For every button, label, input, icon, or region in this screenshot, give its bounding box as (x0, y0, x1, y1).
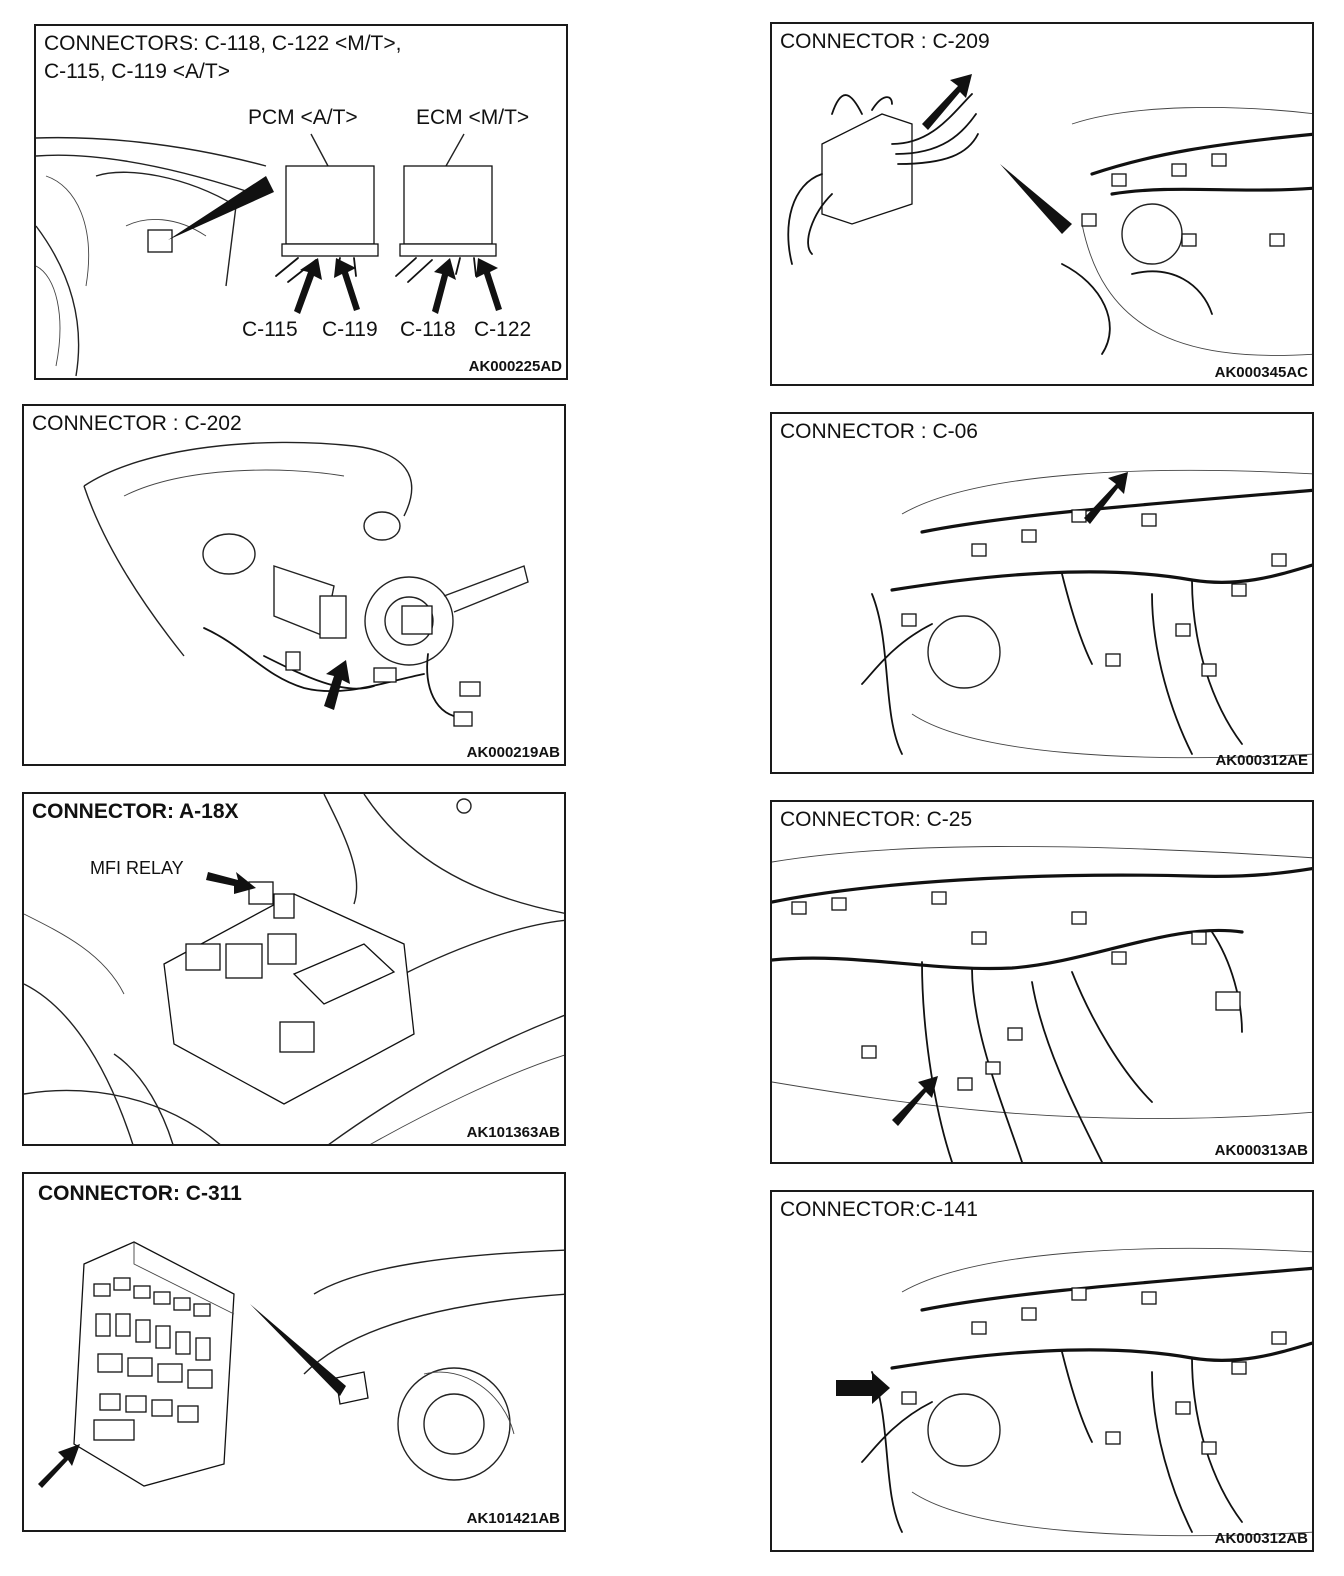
c118-label: C-118 (400, 318, 456, 341)
figure-code: AK000345AC (1214, 364, 1308, 381)
panel-title: CONNECTOR: C-25 (780, 808, 973, 831)
relay-box-drawing (24, 794, 564, 1144)
panel-c141: CONNECTOR:C-141 AK000312AB (770, 1190, 1314, 1552)
panel-title-line1: CONNECTORS: C-118, C-122 <M/T>, (44, 32, 402, 55)
panel-c25: CONNECTOR: C-25 AK000313AB (770, 800, 1314, 1164)
figure-code: AK000225AD (468, 358, 562, 375)
junction-block-drawing (38, 1241, 564, 1488)
panel-title: CONNECTOR: A-18X (32, 800, 239, 823)
figure-code: AK101421AB (466, 1510, 560, 1527)
panel-title-line2: C-115, C-119 <A/T> (44, 60, 230, 83)
panel-c06: CONNECTOR : C-06 AK000312AE (770, 412, 1314, 774)
c25-harness-drawing (772, 846, 1312, 1162)
c119-label: C-119 (322, 318, 378, 341)
figure-code: AK000219AB (466, 744, 560, 761)
panel-title: CONNECTOR : C-06 (780, 420, 978, 443)
figure-code: AK000313AB (1214, 1142, 1308, 1159)
pcm-label: PCM <A/T> (248, 106, 358, 129)
c06-harness-drawing (861, 469, 1312, 759)
fuse-grid (93, 1277, 213, 1441)
c122-label: C-122 (474, 318, 532, 341)
figure-code: AK000312AB (1214, 1530, 1308, 1547)
mfi-relay-label: MFI RELAY (90, 858, 184, 878)
c115-label: C-115 (242, 318, 298, 341)
panel-title: CONNECTOR : C-202 (32, 412, 242, 435)
c141-harness-drawing (836, 1247, 1312, 1537)
panel-c202: CONNECTOR : C-202 AK000219AB (22, 404, 566, 766)
figure-code: AK000312AE (1215, 752, 1308, 769)
panel-a18x: CONNECTOR: A-18X MFI RELAY AK101363AB (22, 792, 566, 1146)
panel-title: CONNECTOR: C-311 (38, 1182, 242, 1205)
panel-c209: CONNECTOR : C-209 AK000345AC (770, 22, 1314, 386)
figure-code: AK101363AB (466, 1124, 560, 1141)
steering-column-drawing (83, 441, 529, 727)
panel-c118-c122-c115-c119: CONNECTORS: C-118, C-122 <M/T>, C-115, C… (34, 24, 568, 380)
ecm-label: ECM <M/T> (416, 106, 530, 129)
panel-title: CONNECTOR:C-141 (780, 1198, 978, 1221)
c209-harness-drawing (787, 74, 1312, 356)
panel-c311: CONNECTOR: C-311 AK101421AB (22, 1172, 566, 1532)
panel-title: CONNECTOR : C-209 (780, 30, 990, 53)
pcm-ecm-location-drawing (36, 133, 502, 377)
